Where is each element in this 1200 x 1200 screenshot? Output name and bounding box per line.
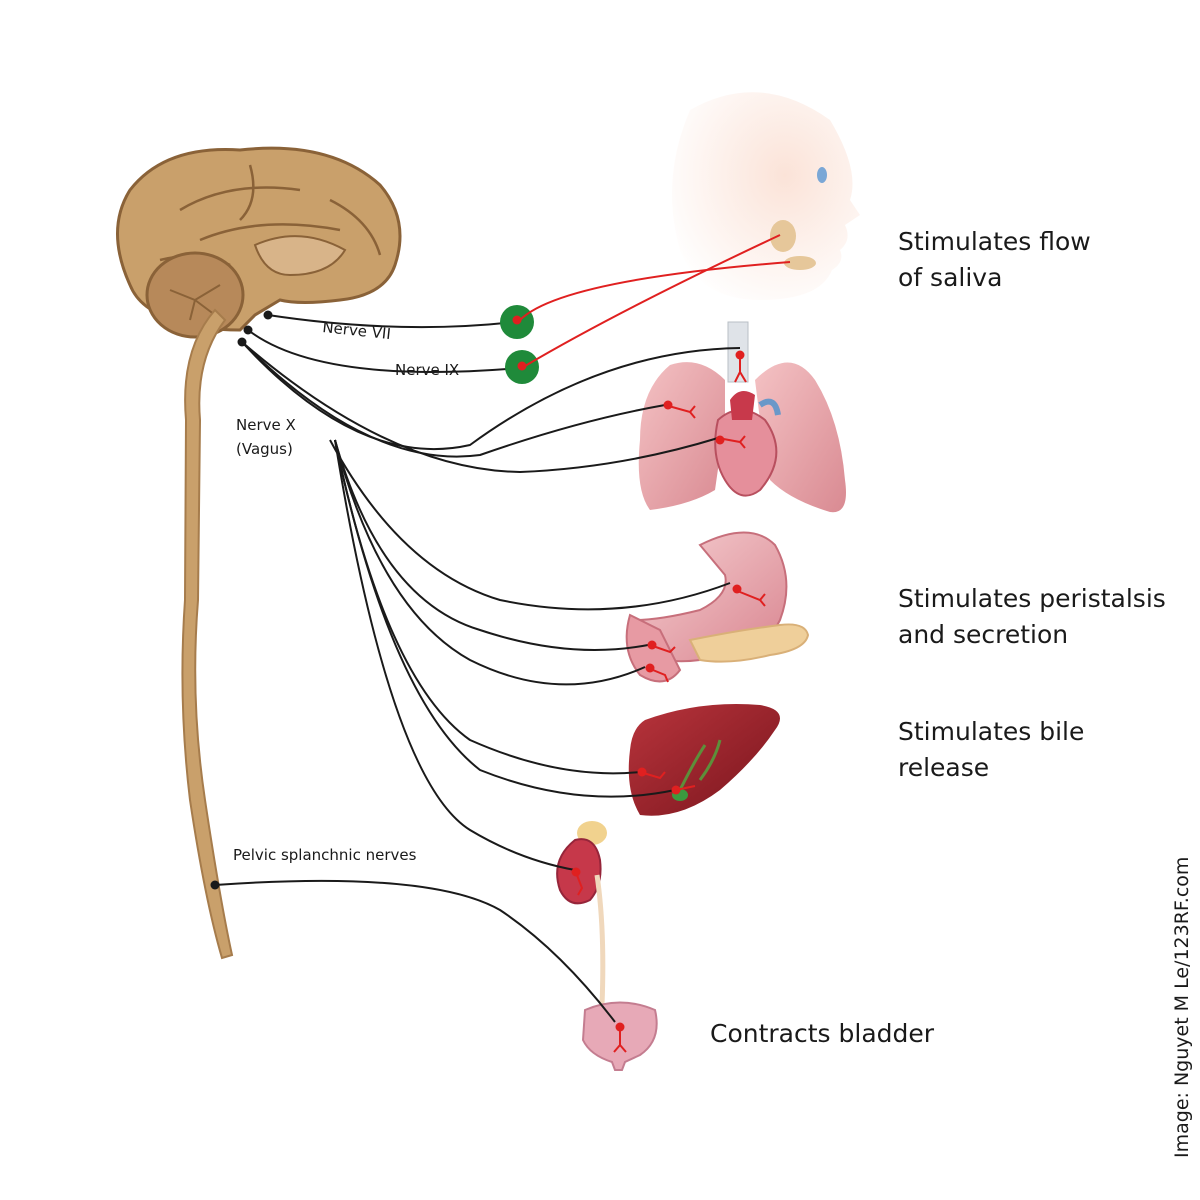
peristalsis-effect-line1: Stimulates peristalsis: [898, 584, 1166, 613]
spinal-cord: [181, 308, 234, 960]
face-illustration: [672, 92, 860, 300]
postganglionic-nerves: [519, 234, 791, 1053]
nerve-vii-origin: [263, 310, 273, 320]
liver-illustration: [628, 704, 780, 816]
bile-effect-line1: Stimulates bile: [898, 717, 1084, 746]
ureter: [594, 874, 606, 1006]
nerve-vii-path: [267, 314, 516, 329]
peristalsis-effect-line2: and secretion: [898, 620, 1068, 649]
nerve-ix-label: Nerve IX: [395, 361, 459, 379]
bladder-effect: Contracts bladder: [710, 1019, 935, 1048]
vagus-stomach-path: [329, 439, 731, 611]
vagus-lung-path: [241, 341, 666, 458]
vagus-duodenum-path: [334, 439, 649, 651]
nerve-ix-path: [247, 329, 521, 374]
saliva-effect-line1: Stimulates flow: [898, 227, 1091, 256]
synapse-dots: [512, 315, 745, 1032]
nerve-x-label: Nerve X: [236, 416, 296, 434]
saliva-effect-line2: of saliva: [898, 263, 1002, 292]
vagus-gallbladder-path: [334, 439, 676, 798]
vagus-kidney-path: [334, 439, 576, 871]
liver: [628, 704, 780, 816]
left-lung: [638, 362, 725, 510]
submandibular-gland: [784, 256, 816, 270]
vagus-trachea-path: [241, 341, 741, 451]
pelvic-splanchnic-path: [214, 879, 616, 1023]
eye-icon: [817, 167, 827, 183]
lungs-heart-illustration: [638, 321, 846, 513]
parotid-gland: [770, 220, 796, 252]
pelvic-nerves-label: Pelvic splanchnic nerves: [233, 846, 417, 864]
image-credit: Image: Nguyet M Le/123RF.com: [1171, 857, 1193, 1158]
nerve-vii-label: Nerve VII: [322, 318, 392, 343]
heart: [714, 409, 778, 497]
stomach-pancreas-illustration: [625, 531, 810, 683]
cerebellum: [145, 251, 245, 339]
bile-effect-line2: release: [898, 753, 989, 782]
nerve-ix-origin: [243, 325, 253, 335]
brain-illustration: [116, 146, 402, 339]
nerve-x-vagus-label: (Vagus): [236, 440, 293, 458]
kidney-illustration: [556, 821, 607, 1006]
pancreas: [688, 623, 810, 663]
pelvic-origin: [210, 880, 220, 890]
vagus-pancreas-path: [334, 439, 646, 686]
vagus-heart-path: [241, 341, 719, 474]
right-lung: [755, 362, 846, 513]
preganglionic-nerves: [214, 314, 741, 1023]
nerve-x-origin: [237, 337, 247, 347]
